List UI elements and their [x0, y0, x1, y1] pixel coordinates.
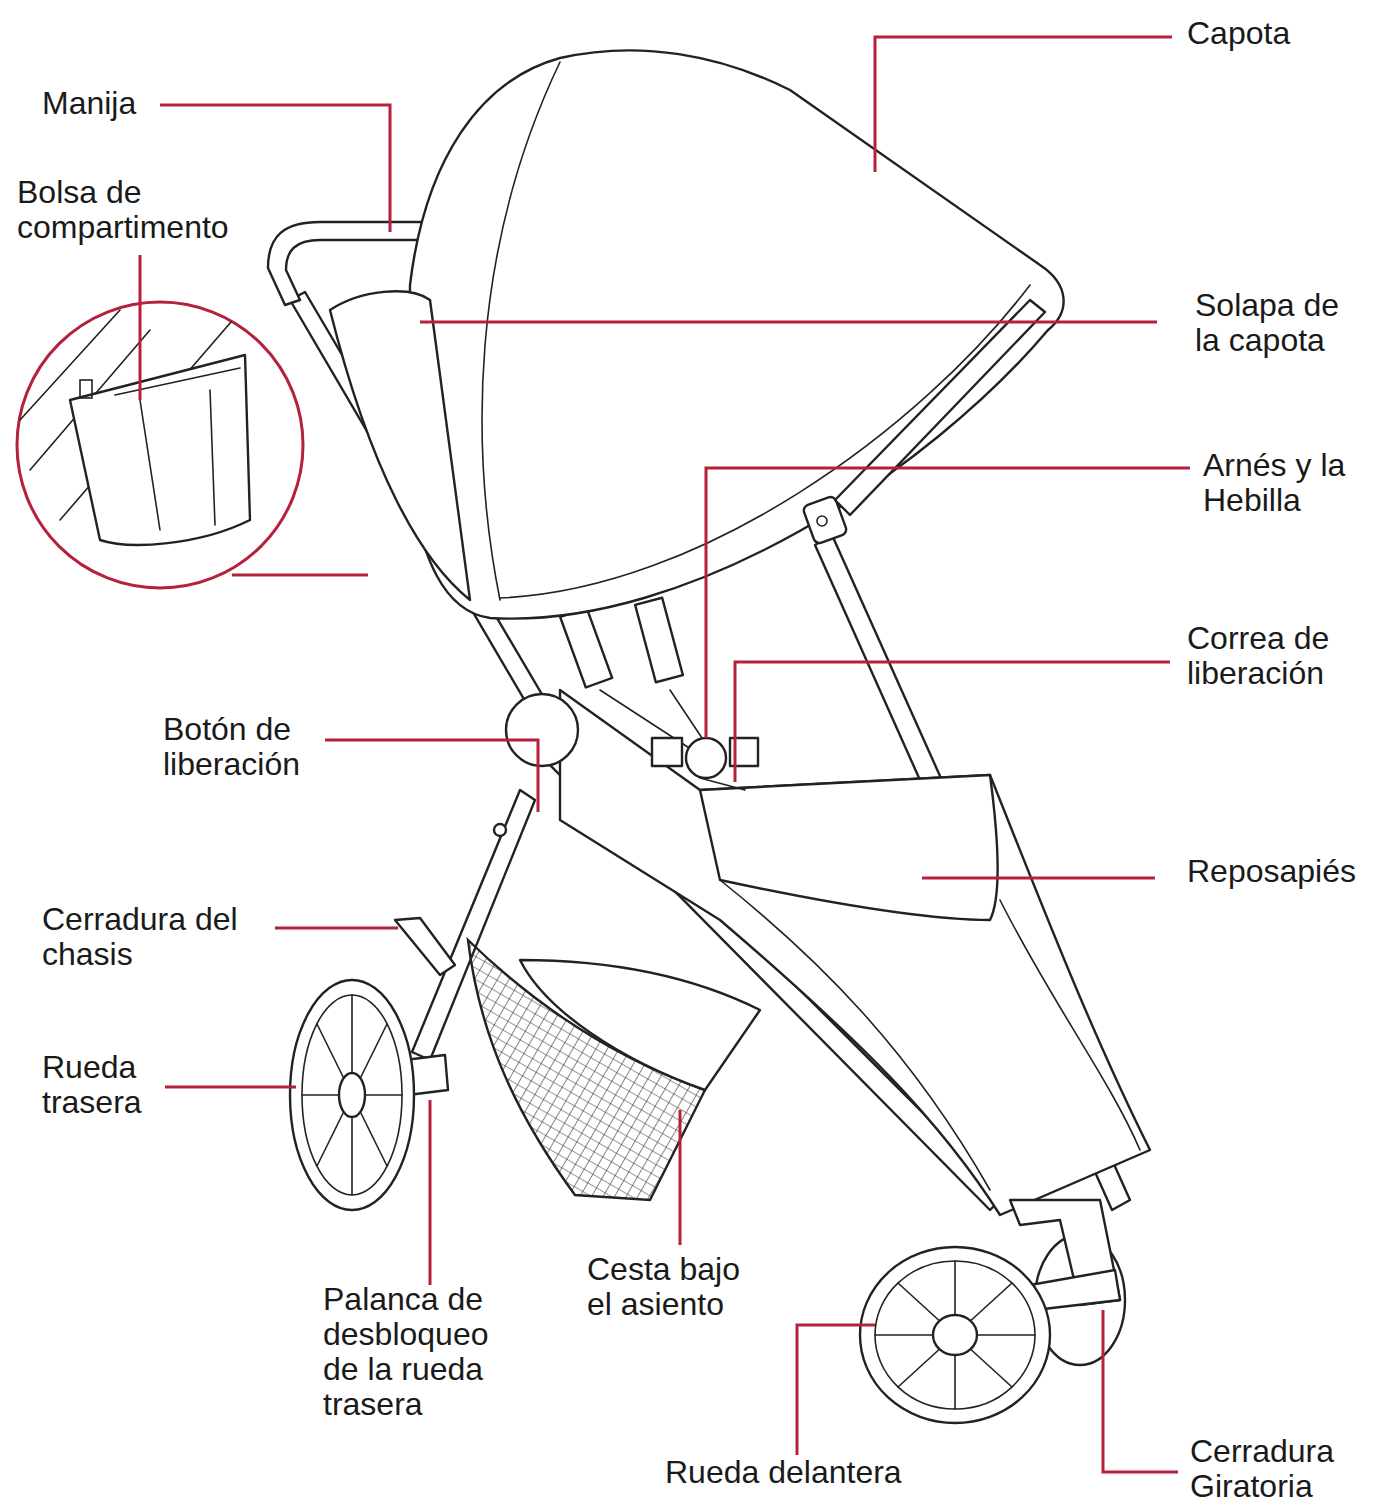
part-label: Capota [1187, 16, 1367, 51]
shoulder-pad [560, 607, 612, 687]
canopy-rim [500, 285, 1030, 598]
leader-line [706, 468, 1190, 738]
spokes [875, 1261, 1035, 1409]
leader-line [420, 321, 1157, 324]
spokes [302, 995, 402, 1195]
canopy-arm [835, 300, 1045, 515]
leader-line [232, 574, 368, 577]
leader-lines [140, 37, 1190, 1472]
canopy-flap [330, 291, 470, 600]
inset-seams [115, 368, 240, 530]
hub [933, 1315, 977, 1355]
hinge-pin [817, 516, 827, 526]
inset-tag [80, 380, 92, 398]
leader-line [1103, 1310, 1178, 1472]
pocket-inset [17, 300, 303, 588]
seam [720, 880, 990, 1190]
leader-line [797, 1325, 875, 1455]
shoulder-pad [635, 598, 683, 683]
seat [560, 690, 1150, 1215]
part-label: Bolsa de compartimento [17, 175, 262, 245]
harness [560, 598, 758, 790]
release-hub [506, 694, 578, 766]
chassis-lock [395, 918, 455, 975]
part-label: Cesta bajo el asiento [587, 1252, 765, 1322]
leader-line [875, 37, 1172, 172]
inset-pocket [70, 355, 250, 545]
part-label: Manija [42, 86, 202, 121]
buckle [686, 738, 726, 778]
leader-line [922, 877, 1155, 880]
basket-rim [520, 960, 760, 1090]
buckle-side [652, 738, 682, 766]
inset-circle [17, 302, 303, 588]
leader-line [325, 740, 538, 812]
rim [302, 995, 402, 1195]
part-label: Cerradura del chasis [42, 902, 270, 972]
part-label: Reposapiés [1187, 854, 1373, 889]
leader-line [679, 1110, 682, 1245]
part-label: Correa de liberación [1187, 621, 1367, 691]
tire [290, 980, 414, 1210]
part-label: Palanca de desbloqueo de la rueda traser… [323, 1282, 511, 1422]
rear-wheel [290, 980, 414, 1210]
tire [860, 1247, 1050, 1423]
canopy-shell [408, 50, 1064, 618]
footrest [700, 775, 998, 920]
part-label: Solapa de la capota [1195, 288, 1367, 358]
rim [875, 1261, 1035, 1409]
canopy [330, 50, 1064, 618]
leader-line [735, 662, 1170, 782]
release-strap [700, 778, 745, 790]
part-label: Rueda delantera [665, 1455, 965, 1490]
part-label: Rueda trasera [42, 1050, 174, 1120]
frame-pin [494, 824, 506, 836]
front-wheel [860, 1247, 1050, 1423]
leader-line [275, 927, 398, 930]
part-label: Arnés y la Hebilla [1203, 448, 1371, 518]
leader-line [429, 1100, 432, 1285]
canopy-seam [482, 62, 560, 600]
part-label: Botón de liberación [163, 712, 323, 782]
leader-line [139, 255, 142, 400]
part-label: Cerradura Giratoria [1190, 1434, 1365, 1504]
seam [1000, 900, 1140, 1150]
hub [339, 1073, 365, 1117]
leader-line [165, 1086, 296, 1089]
